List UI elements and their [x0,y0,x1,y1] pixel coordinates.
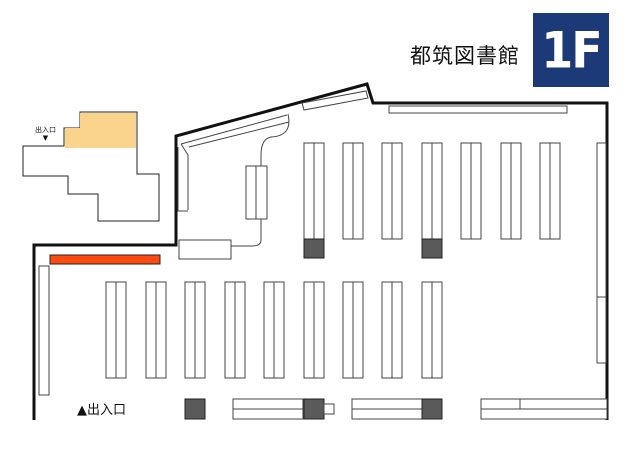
mini-map-highlight [65,113,136,148]
mini-map-entrance-label: 出入口 [35,126,56,134]
left-wall-shelf [38,265,50,396]
entrance-label: ▲出入口 [77,403,126,418]
dark-block [303,398,325,420]
upper-shelf-row [303,142,561,259]
top-wall-shelf [388,105,568,114]
dark-block [303,238,325,259]
floor-badge: 1F [533,13,609,87]
small-box [323,403,335,415]
dark-block [421,238,443,259]
mini-location-map [22,111,160,222]
top-angled-shelf [301,90,369,111]
right-wall-shelf [596,142,607,364]
inner-diagonal-wall [177,114,290,212]
curved-path [231,113,290,247]
bottom-row [184,398,608,420]
library-name: 都筑図書館 [410,44,520,68]
floor-label: 1F [541,20,602,80]
dark-block [184,398,206,420]
down-arrow-icon: ▼ [42,134,49,142]
dark-block [421,398,443,420]
outer-wall [32,82,609,420]
lower-shelf-row [105,281,443,379]
mini-map-entrance: 出入口 ▼ [35,126,56,142]
service-area [178,239,232,260]
service-counter [49,254,161,265]
